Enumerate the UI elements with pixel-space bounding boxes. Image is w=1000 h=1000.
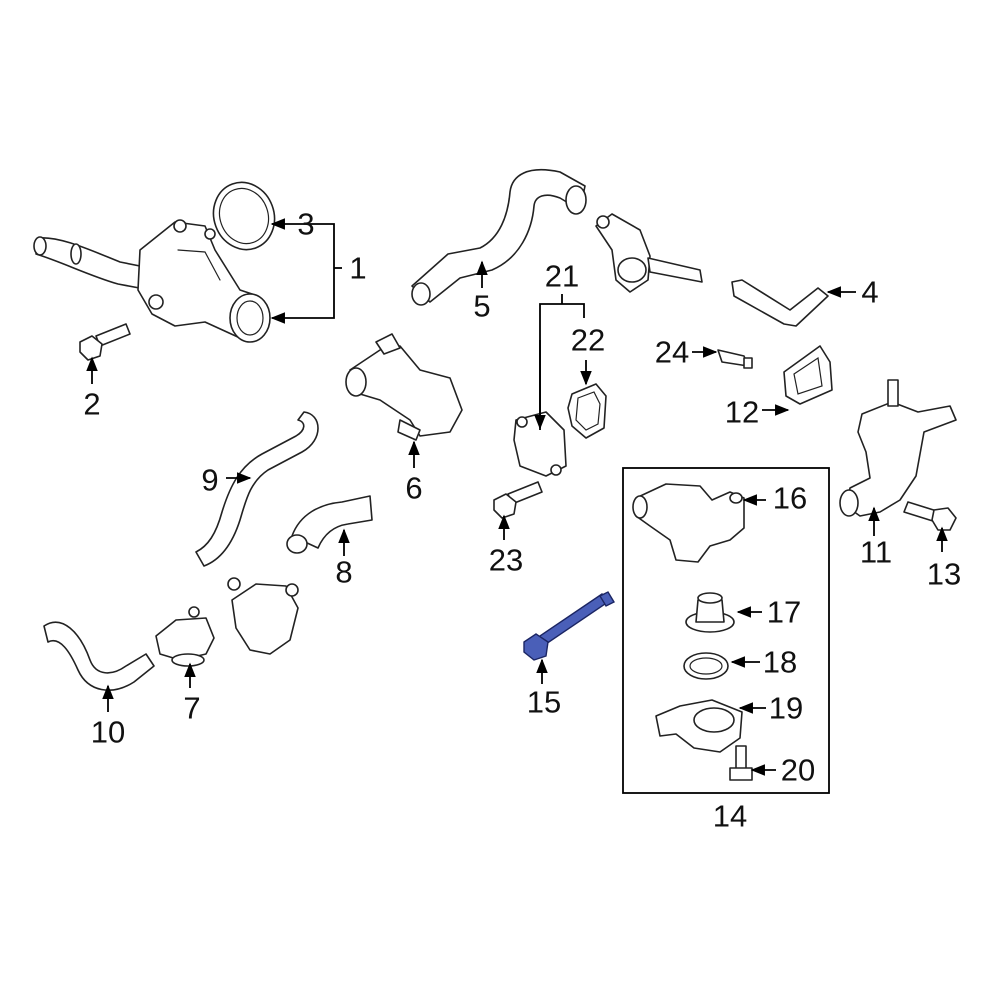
callout-9[interactable]: 9 <box>201 463 218 498</box>
callout-20[interactable]: 20 <box>781 753 815 788</box>
callout-7[interactable]: 7 <box>183 691 200 726</box>
part-19-cover[interactable] <box>655 699 743 753</box>
part-20-bolt[interactable] <box>729 745 753 781</box>
part-6-thermostat-housing[interactable] <box>345 333 463 441</box>
part-23-bolt[interactable] <box>493 481 543 519</box>
part-11-housing[interactable] <box>839 379 957 517</box>
callout-4[interactable]: 4 <box>861 275 878 310</box>
callout-1[interactable]: 1 <box>349 251 366 286</box>
callout-11[interactable]: 11 <box>860 535 892 570</box>
part-10-hose[interactable] <box>43 621 155 691</box>
auxiliary-housing[interactable] <box>227 577 299 655</box>
callout-12[interactable]: 12 <box>725 395 759 430</box>
callout-8[interactable]: 8 <box>335 555 352 590</box>
part-5-upper-hose[interactable] <box>411 168 587 306</box>
callout-13[interactable]: 13 <box>927 557 961 592</box>
part-16-housing[interactable] <box>632 483 745 563</box>
callout-21[interactable]: 21 <box>545 259 579 294</box>
callout-labels: 1 2 3 4 5 6 7 8 9 10 11 12 13 14 15 16 1… <box>83 207 961 834</box>
callout-5[interactable]: 5 <box>473 289 490 324</box>
callout-19[interactable]: 19 <box>769 691 803 726</box>
part-7-pump[interactable] <box>155 606 215 667</box>
callout-2[interactable]: 2 <box>83 387 100 422</box>
callout-6[interactable]: 6 <box>405 471 422 506</box>
kit-14-box <box>622 467 830 794</box>
part-17-thermostat[interactable] <box>685 592 735 633</box>
part-9-hose[interactable] <box>195 411 319 567</box>
callout-3[interactable]: 3 <box>297 207 314 242</box>
part-2-bolt[interactable] <box>79 323 131 361</box>
part-15-bolt-highlighted[interactable] <box>523 591 615 661</box>
callout-15[interactable]: 15 <box>527 685 561 720</box>
part-12-gasket[interactable] <box>783 345 833 405</box>
callout-18[interactable]: 18 <box>763 645 797 680</box>
callout-leaders <box>86 218 948 776</box>
part-13-bolt[interactable] <box>903 501 957 531</box>
callout-23[interactable]: 23 <box>489 543 523 578</box>
part-22-gasket[interactable] <box>567 383 607 439</box>
part-24-sensor[interactable] <box>717 349 753 369</box>
coolant-valve[interactable] <box>595 213 703 293</box>
part-4-pipe[interactable] <box>731 279 829 327</box>
callout-22[interactable]: 22 <box>571 323 605 358</box>
part-18-seal[interactable] <box>683 652 729 680</box>
part-3-o-ring[interactable] <box>204 174 284 258</box>
callout-24[interactable]: 24 <box>655 335 689 370</box>
part-8-elbow-hose[interactable] <box>286 495 373 554</box>
callout-17[interactable]: 17 <box>767 595 801 630</box>
callout-14[interactable]: 14 <box>713 799 747 834</box>
part-21-cover[interactable] <box>513 411 567 477</box>
part-1-outlet-housing[interactable] <box>33 219 271 343</box>
callout-16[interactable]: 16 <box>773 481 807 516</box>
callout-10[interactable]: 10 <box>91 715 125 750</box>
